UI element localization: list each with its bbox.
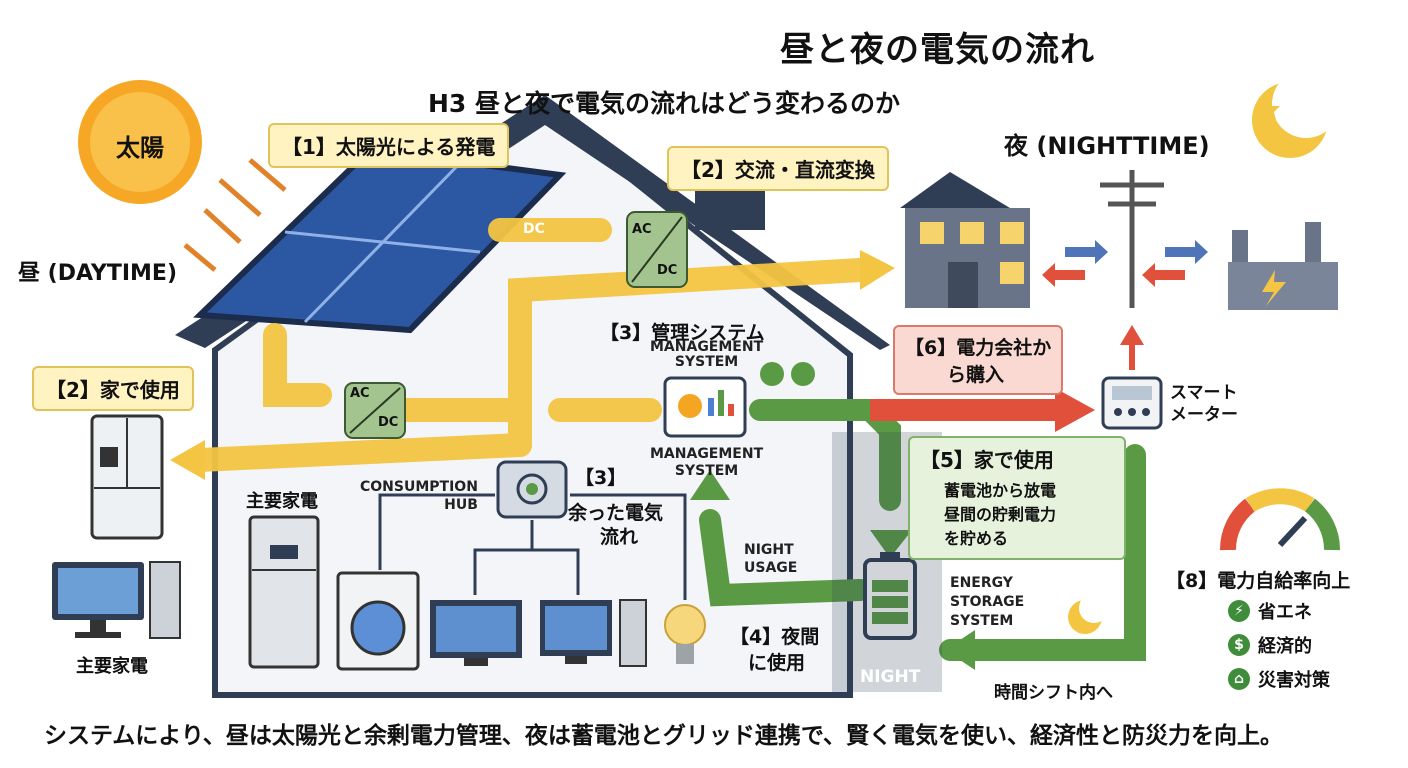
power-plant-icon [1228,222,1338,310]
step3-surplus-line1: 余った電気 [568,502,664,524]
benefit-label-disaster: 災害対策 [1258,670,1330,691]
smart-meter-label: スマート メーター [1170,383,1238,425]
sun-icon [78,80,202,204]
step8-label: 【8】電力自給率向上 [1166,570,1351,592]
management-top-label: MANAGEMENT SYSTEM [650,339,764,370]
acdc-converter-top-icon [626,211,688,288]
time-shift-label: 時間シフト内へ [994,683,1113,703]
utility-pole-icon [1100,170,1164,308]
step4-line1: 【4】夜間 [730,626,820,648]
yellow-arrowhead-right [860,250,895,290]
fridge-icon-main [248,515,320,669]
desktop-pc-icon-left [52,561,181,639]
step2-convert-label: 【2】交流・直流変換 [667,146,889,191]
dc-flow-label: DC [523,221,545,237]
benefit-label-economy: 経済的 [1258,636,1312,657]
sun-label: 太陽 [116,134,164,162]
nighttime-label: 夜 (NIGHTTIME) [1004,132,1210,160]
energy-storage-label: ENERGY STORAGE SYSTEM [950,575,1025,629]
washing-machine-icon [336,571,420,671]
daytime-dc-flow [188,218,872,472]
step3-mgmt-label: 【3】管理システム [600,322,765,344]
grid-exchange-arrows [1042,240,1208,287]
step5-line2: 昼間の貯剰電力 [944,505,1057,524]
acdc-converter-icon [344,382,406,439]
acdc-top-label-2: DC [657,263,678,278]
green-arrowhead-down [870,530,912,558]
acdc-top-label-1: AC [632,222,652,237]
solar-panel-icon [193,146,567,334]
moon-icon [1252,70,1340,158]
bottom-caption: システムにより、昼は太陽光と余剰電力管理、夜は蓄電池とグリッド連携で、賢く電気を… [44,723,1284,749]
step1-label: 【1】太陽光による発電 [268,123,510,168]
step3-surplus-line2: 流れ [600,526,639,548]
acdc-label-top: AC [350,386,370,401]
moon-small-icon [1068,593,1109,634]
fridge-icon-left [90,414,164,540]
dollar-icon: $ [1228,634,1250,656]
smart-meter-icon [1101,376,1163,430]
sunlight-arrows [183,158,287,272]
light-bulb-icon [664,604,706,664]
step5-line1: 蓄電池から放電 [944,481,1057,500]
appliances-left-label: 主要家電 [76,656,148,677]
daytime-label: 昼 (DAYTIME) [18,261,177,286]
energy-badges [760,362,815,386]
step5-box: 【5】家で使用 蓄電池から放電 昼間の貯剰電力 を貯める [908,436,1126,560]
acdc-label-bottom: DC [378,415,399,430]
step4-line2: に使用 [748,652,806,674]
night-tag: NIGHT [860,667,921,687]
benefit-label-energy: 省エネ [1258,602,1312,623]
green-arrowhead-up [690,470,730,500]
battery-icon [863,552,917,640]
page-subtitle: H3 昼と夜で電気の流れはどう変わるのか [428,89,901,118]
step3-surplus-num: 【3】 [575,467,627,489]
step2-use-label: 【2】家で使用 [32,366,194,411]
night-house-icon [900,172,1030,308]
appliances-main-label: 主要家電 [246,491,318,512]
step6-line1: 【6】電力会社か [905,337,1052,359]
step6-line2: ら購入 [947,364,1005,386]
page-title: 昼と夜の電気の流れ [780,30,1095,70]
energy-icon: ⚡ [1228,600,1250,622]
hub-wires [378,493,687,600]
management-tablet-icon [663,376,747,438]
desktop-pc-icon [540,599,647,667]
management-bottom-label: MANAGEMENT SYSTEM [650,446,764,479]
benefit-row-disaster: ⌂ 災害対策 [1228,666,1330,692]
benefit-row-economy: $ 経済的 [1228,632,1312,658]
step5-title: 【5】家で使用 [920,448,1054,472]
consumption-hub-label: CONSUMPTION HUB [360,479,478,513]
green-arrowhead-left [945,630,975,670]
yellow-arrowhead-left [170,440,205,480]
self-sufficiency-gauge-icon [1219,488,1341,551]
consumption-hub-icon [496,460,568,519]
step5-line3: を貯める [944,529,1009,548]
tv-icon [430,600,522,666]
night-usage-label: NIGHT USAGE [744,542,798,576]
benefit-row-energy: ⚡ 省エネ [1228,598,1312,624]
home-icon: ⌂ [1228,668,1250,690]
step6-box: 【6】電力会社か ら購入 [893,325,1064,395]
